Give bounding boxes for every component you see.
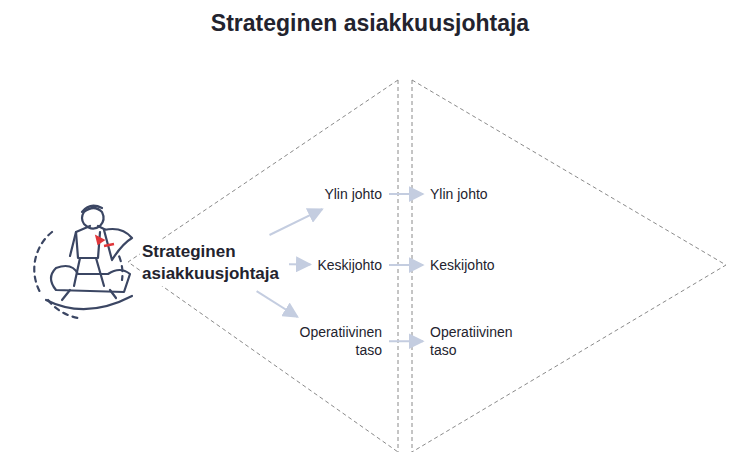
arrow-connector — [269, 209, 322, 235]
hero-emblem — [96, 236, 104, 244]
hero-illustration — [34, 206, 132, 318]
node-text: Keskijohto — [317, 256, 382, 274]
level-label: Ylin johto — [428, 184, 490, 204]
hero-emblem-stripe — [104, 244, 114, 246]
arrow-connector — [389, 340, 423, 342]
level-label: Ylin johto — [322, 184, 384, 204]
level-label: Operatiivinen taso — [288, 322, 384, 360]
level-label: Keskijohto — [428, 255, 497, 275]
level-label: Keskijohto — [315, 255, 384, 275]
arrow-connector — [389, 193, 423, 195]
node-text: Operatiivinen taso — [290, 323, 382, 359]
level-label: Operatiivinen taso — [428, 322, 524, 360]
node-text: Ylin johto — [430, 185, 488, 203]
arrow-connector — [289, 263, 310, 265]
arrow-connector — [389, 264, 423, 266]
dashed-diamond — [128, 80, 726, 452]
role-label: Strateginen asiakkuusjohtaja — [140, 240, 284, 286]
node-text: Ylin johto — [324, 185, 382, 203]
diagram-title: Strateginen asiakkuusjohtaja — [0, 10, 740, 37]
node-text: Operatiivinen taso — [430, 323, 522, 359]
node-text: Strateginen asiakkuusjohtaja — [142, 241, 282, 285]
arrow-connector — [257, 291, 298, 317]
node-text: Keskijohto — [430, 256, 495, 274]
